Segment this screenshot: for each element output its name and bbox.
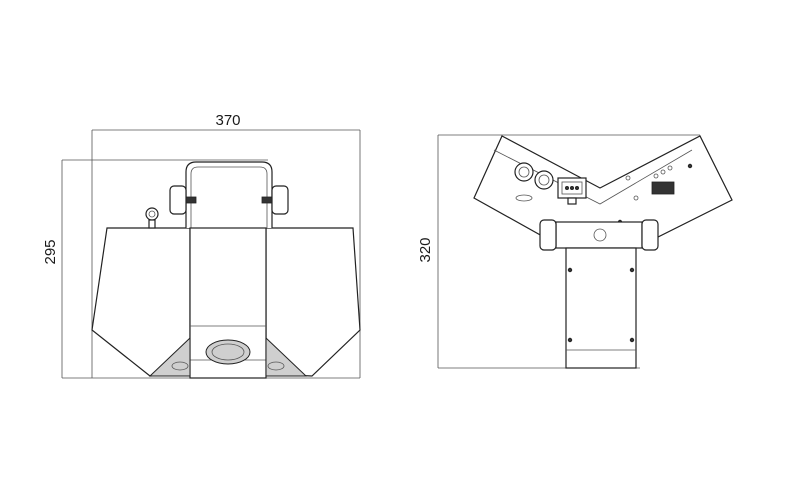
v-housing [473, 135, 733, 247]
height-front-label: 295 [42, 239, 59, 264]
left-mirror [148, 336, 191, 377]
xlr-out-connector-icon [534, 170, 554, 190]
right-knob-icon [261, 185, 289, 215]
width-label: 370 [215, 112, 240, 129]
eye-bolt-icon [145, 207, 159, 229]
mount-bar [555, 221, 643, 249]
fuse-icon [515, 194, 533, 202]
height-side-label: 320 [417, 237, 434, 262]
power-socket-icon [557, 177, 587, 205]
width-dimension: 370 [91, 112, 361, 378]
left-knob-icon [169, 185, 197, 215]
rear-view: 320 [417, 134, 733, 369]
side-right-knob-icon [641, 219, 659, 251]
control-panel-icon [625, 165, 675, 201]
handle-bracket [185, 161, 273, 228]
right-mirror [265, 336, 308, 377]
lower-body [565, 247, 637, 369]
xlr-in-connector-icon [514, 162, 534, 182]
side-left-knob-icon [539, 219, 557, 251]
front-view: 370 295 [42, 112, 361, 379]
